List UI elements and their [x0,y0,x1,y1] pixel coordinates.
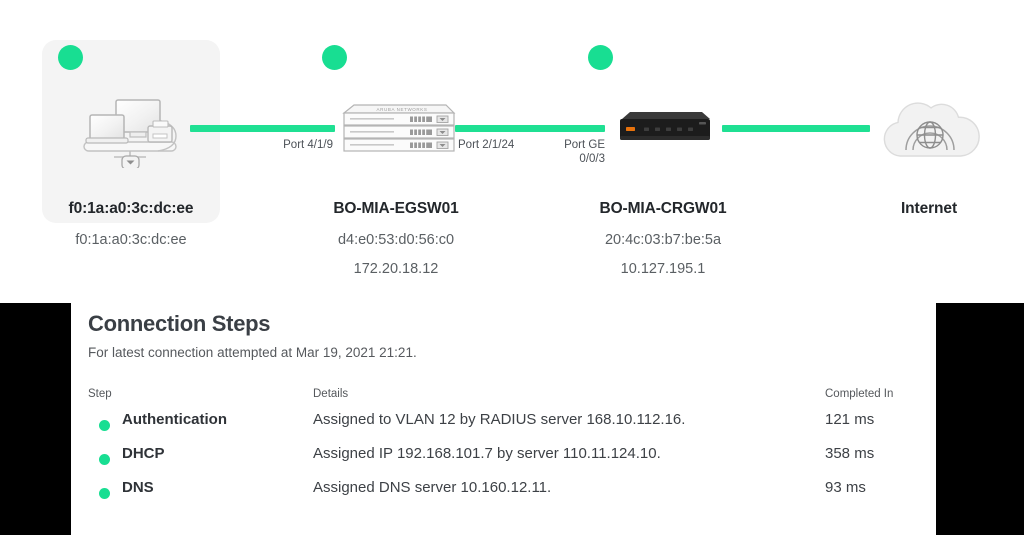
column-header-completed-in: Completed In [825,388,894,400]
connection-topology-diagram: ARUBA NETWORKS [42,40,986,277]
port-label-client-switch: Port 4/1/9 [283,139,333,151]
right-mask-overlay [936,303,1024,535]
node-title-gateway: BO-MIA-CRGW01 [599,200,727,217]
page-title: Connection Steps [88,311,271,336]
node-mac-switch: d4:e0:53:d0:56:c0 [337,232,455,248]
link-switch-to-gateway [455,125,605,132]
left-mask-overlay [0,303,71,535]
step-status-dot [99,488,110,499]
node-ip-gateway: 10.127.195.1 [620,261,706,277]
step-completed-in: 121 ms [825,411,875,428]
step-name: DNS [122,479,154,496]
client-devices-icon[interactable] [70,88,195,170]
status-dot-client [58,45,83,70]
step-name: Authentication [122,411,227,428]
node-mac-gateway: 20:4c:03:b7:be:5a [604,232,722,248]
status-dot-switch [322,45,347,70]
cloud-globe-icon[interactable] [872,88,986,164]
status-dot-gateway [588,45,613,70]
step-status-dot [99,420,110,431]
node-ip-switch: 172.20.18.12 [353,261,439,277]
step-completed-in: 93 ms [825,479,866,496]
node-mac-client: f0:1a:a0:3c:dc:ee [75,232,187,248]
svg-text:ARUBA NETWORKS: ARUBA NETWORKS [377,107,428,112]
link-gateway-to-internet [722,125,870,132]
node-title-client: f0:1a:a0:3c:dc:ee [68,200,194,217]
table-row[interactable]: DNS Assigned DNS server 10.160.12.11. 93… [88,477,908,511]
column-header-step: Step [88,388,112,400]
step-completed-in: 358 ms [825,445,875,462]
step-name: DHCP [122,445,165,462]
step-status-dot [99,454,110,465]
table-row[interactable]: Authentication Assigned to VLAN 12 by RA… [88,409,908,443]
panel-subtitle: For latest connection attempted at Mar 1… [88,345,417,360]
step-details: Assigned to VLAN 12 by RADIUS server 168… [313,411,686,428]
gateway-appliance-icon[interactable] [614,108,716,148]
step-details: Assigned DNS server 10.160.12.11. [313,479,552,496]
link-client-to-switch [190,125,335,132]
step-details: Assigned IP 192.168.101.7 by server 110.… [313,445,661,462]
table-row[interactable]: DHCP Assigned IP 192.168.101.7 by server… [88,443,908,477]
switch-stack-icon[interactable]: ARUBA NETWORKS [334,100,458,155]
node-title-switch: BO-MIA-EGSW01 [333,200,459,217]
port-label-gateway-downlink: Port GE 0/0/3 [564,139,605,165]
connection-steps-panel: Connection Steps For latest connection a… [0,303,1024,535]
column-header-details: Details [313,388,349,400]
node-title-internet: Internet [900,200,958,217]
port-label-switch-uplink: Port 2/1/24 [458,139,515,151]
